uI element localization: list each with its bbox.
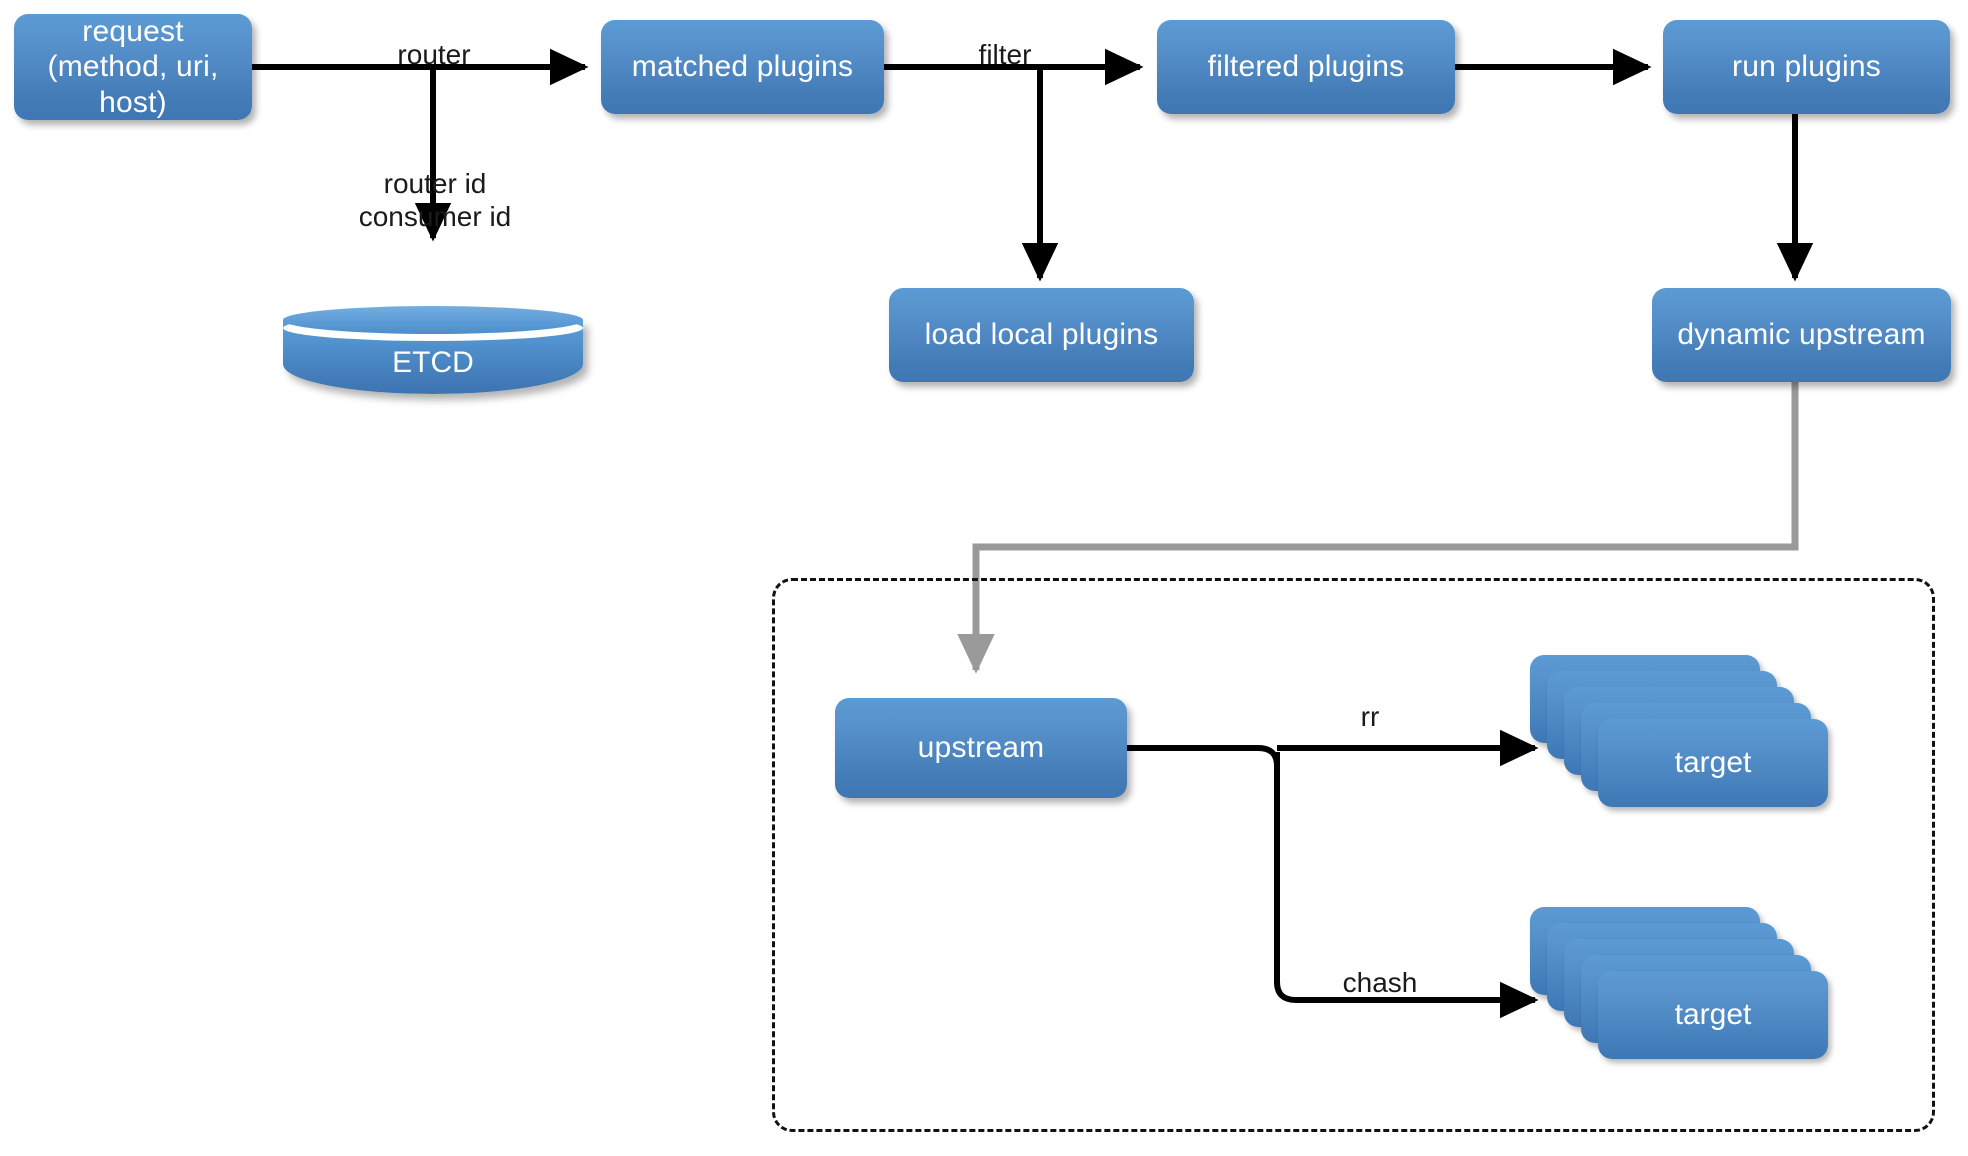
node-run-plugins-label: run plugins <box>1732 50 1881 84</box>
node-request-label: request (method, uri, host) <box>47 14 219 119</box>
node-target-rr-label: target <box>1674 746 1752 779</box>
node-target-chash[interactable]: target <box>1530 907 1830 1059</box>
node-upstream[interactable]: upstream <box>835 698 1127 798</box>
node-load-local-plugins-label: load local plugins <box>924 318 1159 352</box>
node-target-chash-label: target <box>1674 998 1752 1031</box>
node-etcd-label: ETCD <box>392 346 474 379</box>
node-request[interactable]: request (method, uri, host) <box>14 14 252 120</box>
edge-label-chash: chash <box>1342 967 1418 998</box>
node-load-local-plugins[interactable]: load local plugins <box>889 288 1194 382</box>
target-chash-sheet-1: target <box>1598 971 1828 1059</box>
node-dynamic-upstream-label: dynamic upstream <box>1677 318 1926 352</box>
node-target-rr[interactable]: target <box>1530 655 1830 807</box>
node-upstream-label: upstream <box>917 731 1045 765</box>
node-matched-plugins-label: matched plugins <box>631 50 854 84</box>
edge-label-router: router <box>397 39 471 70</box>
target-rr-sheet-1: target <box>1598 719 1828 807</box>
node-run-plugins[interactable]: run plugins <box>1663 20 1950 114</box>
node-etcd[interactable]: ETCD <box>283 304 583 402</box>
node-filtered-plugins[interactable]: filtered plugins <box>1157 20 1455 114</box>
etcd-cylinder-top <box>283 306 583 334</box>
edge-label-router-consumer-id: router id consumer id <box>358 168 512 233</box>
upstream-group-container <box>772 578 1935 1132</box>
node-dynamic-upstream[interactable]: dynamic upstream <box>1652 288 1951 382</box>
node-filtered-plugins-label: filtered plugins <box>1207 50 1405 84</box>
edge-label-filter: filter <box>978 39 1032 70</box>
edge-label-rr: rr <box>1360 701 1380 732</box>
node-matched-plugins[interactable]: matched plugins <box>601 20 884 114</box>
